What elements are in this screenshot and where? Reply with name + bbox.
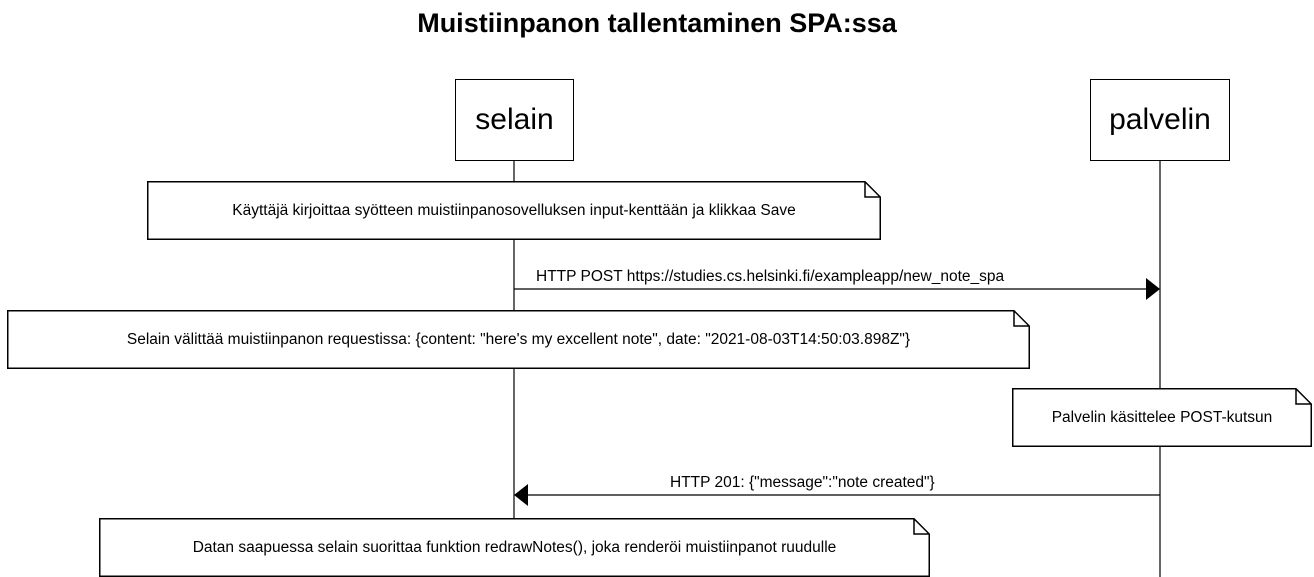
- message-label-201: HTTP 201: {"message":"note created"}: [670, 474, 935, 491]
- note-request-payload-text: Selain välittää muistiinpanon requestiss…: [126, 330, 911, 348]
- diagram-title: Muistiinpanon tallentaminen SPA:ssa: [417, 8, 897, 38]
- participant-palvelin: palvelin: [1090, 79, 1230, 161]
- participant-selain: selain: [455, 79, 574, 161]
- note-server-processing: Palvelin käsittelee POST-kutsun: [1012, 388, 1312, 447]
- note-user-input: Käyttäjä kirjoittaa syötteen muistiinpan…: [147, 181, 881, 240]
- note-user-input-text: Käyttäjä kirjoittaa syötteen muistiinpan…: [232, 201, 796, 219]
- note-redraw: Datan saapuessa selain suorittaa funktio…: [99, 518, 930, 577]
- arrowhead-201: [514, 484, 528, 506]
- note-server-processing-text: Palvelin käsittelee POST-kutsun: [1051, 408, 1273, 426]
- arrowhead-post: [1146, 278, 1160, 300]
- note-request-payload: Selain välittää muistiinpanon requestiss…: [7, 310, 1030, 369]
- message-label-post: HTTP POST https://studies.cs.helsinki.fi…: [536, 268, 1005, 285]
- note-redraw-text: Datan saapuessa selain suorittaa funktio…: [192, 538, 837, 556]
